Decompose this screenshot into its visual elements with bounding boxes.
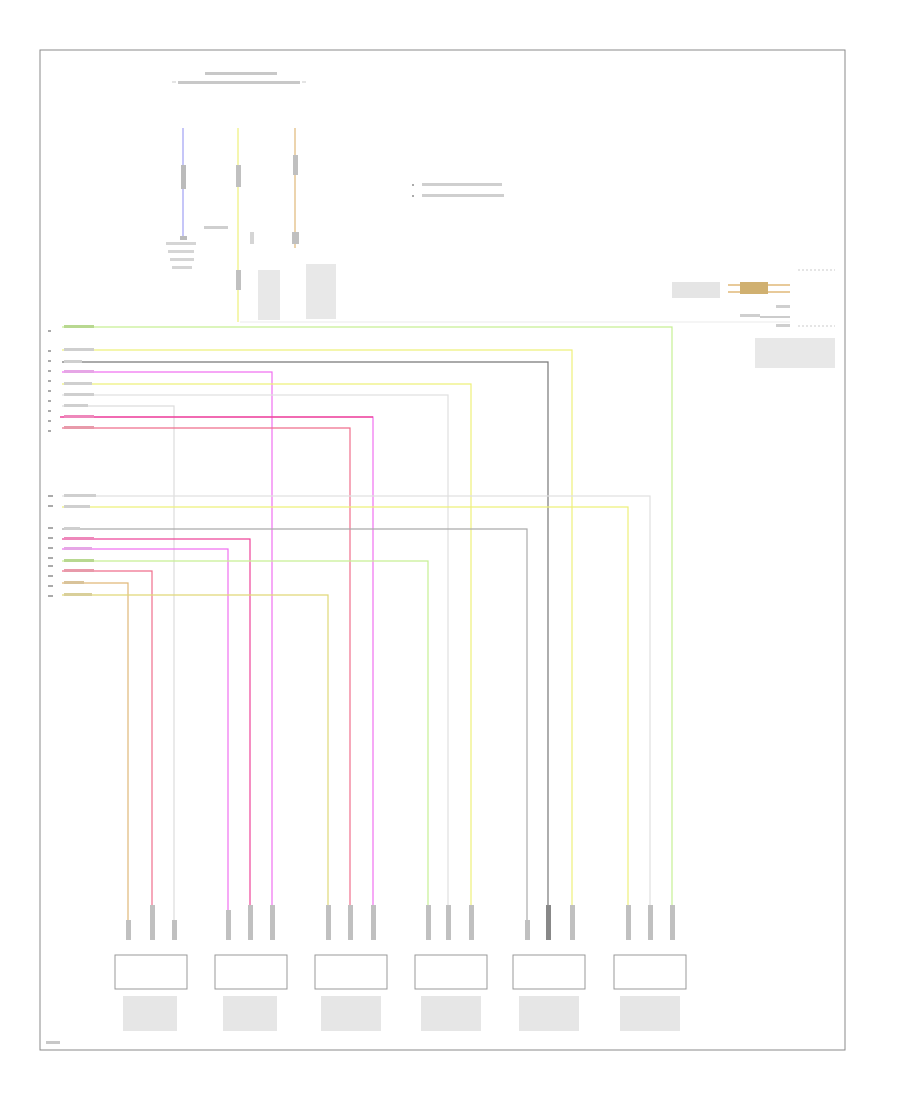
right-connector-block (672, 269, 835, 368)
fuse-box-header (172, 72, 306, 84)
diagram-frame (39, 49, 846, 1051)
wire-group-1 (60, 321, 790, 932)
module-6 (613, 954, 687, 1031)
module-5 (512, 954, 586, 1031)
legend (412, 183, 504, 197)
module-boxes (114, 954, 687, 1031)
module-1 (114, 954, 188, 1031)
left-pin-labels (48, 330, 53, 597)
module-4 (414, 954, 488, 1031)
footer (46, 1041, 60, 1044)
module-3 (314, 954, 388, 1031)
module-2 (214, 954, 288, 1031)
wire-group-2 (62, 494, 651, 932)
top-wires (166, 128, 336, 322)
pin-stubs (126, 905, 675, 940)
